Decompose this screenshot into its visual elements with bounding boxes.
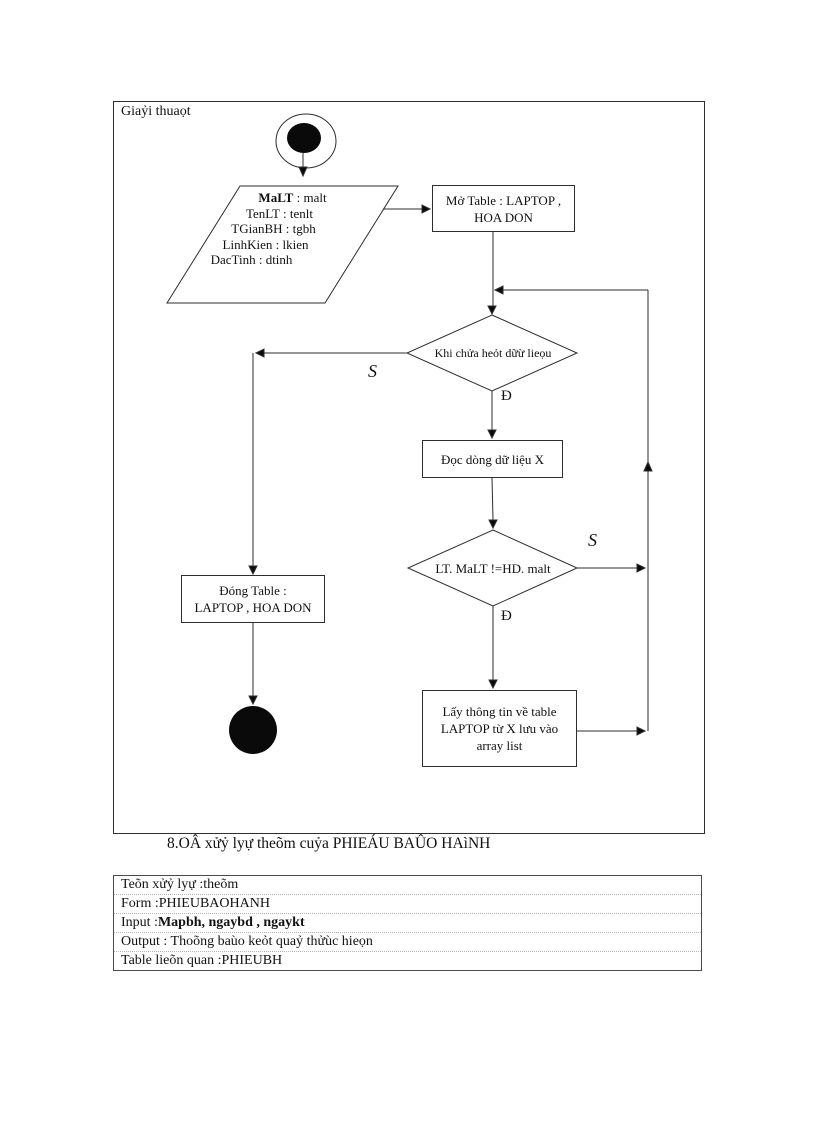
- arrowhead-compare-false: [636, 563, 647, 573]
- input-parallelogram-text: MaLT : malt TenLT : tenlt TGianBH : tgbh…: [167, 190, 398, 268]
- info-row-form: Form :PHIEUBAOHANH: [114, 895, 701, 914]
- input-line-4: LinhKien : lkien: [222, 236, 309, 252]
- arrowhead-collect-loopback: [636, 726, 647, 736]
- close-table-line-1: Đóng Table :: [219, 583, 287, 598]
- collect-info-node: Lấy thông tin về table LAPTOP từ X lưu v…: [422, 690, 577, 767]
- arrowhead-read: [487, 429, 497, 440]
- close-table-line-2: LAPTOP , HOA DON: [194, 600, 312, 615]
- input-line-1-value: : malt: [293, 190, 327, 205]
- input-parallelogram-shape: [166, 185, 399, 304]
- arrowhead-end: [248, 695, 258, 706]
- loop-true-label: Đ: [501, 388, 512, 404]
- info-row-input: Input :Mapbh, ngaybd , ngaykt: [114, 914, 701, 933]
- input-line-3: TGianBH : tgbh: [231, 221, 316, 236]
- arrowhead-start: [298, 166, 308, 178]
- process-info-table: Teõn xửỷ lyự :theõm Form :PHIEUBAOHANH I…: [113, 875, 702, 971]
- arrowhead-collect: [488, 679, 498, 690]
- flowchart-frame: [113, 101, 705, 834]
- arrowhead-loopback: [493, 285, 504, 295]
- start-node: [287, 123, 321, 153]
- arrowhead-loopback-up: [643, 460, 653, 472]
- compare-true-label: Đ: [501, 608, 512, 624]
- collect-info-line-1: Lấy thông tin về table: [442, 704, 557, 719]
- compare-condition-text: LT. MaLT !=HD. malt: [435, 561, 551, 576]
- arrowhead-loop-false: [254, 348, 265, 358]
- open-table-line-1: Mở Table : LAPTOP ,: [445, 192, 562, 208]
- info-row-name: Teõn xửỷ lyự :theõm: [114, 876, 701, 895]
- arrowhead-close-table: [248, 565, 258, 576]
- input-line-1: MaLT : malt: [177, 190, 408, 206]
- read-row-text: Đọc dòng dữ liệu X: [440, 451, 545, 467]
- open-table-node: Mở Table : LAPTOP , HOA DON: [432, 185, 575, 232]
- arrowhead-compare: [488, 519, 498, 530]
- arrowhead-loop-top: [487, 305, 497, 316]
- loop-condition-text: Khi chửa heỏt dữừ lieọu: [434, 346, 552, 360]
- info-row-output: Output : Thoõng baùo keỏt quaỷ thửùc hie…: [114, 933, 701, 952]
- info-row-input-label: Input :: [121, 915, 158, 930]
- arrow-read-to-compare: [491, 477, 494, 521]
- collect-info-line-2: LAPTOP từ X lưu vào: [440, 721, 559, 736]
- open-table-line-2: HOA DON: [474, 209, 533, 225]
- algorithm-label: Giaỷi thuaọt: [121, 104, 191, 119]
- close-table-node: Đóng Table : LAPTOP , HOA DON: [181, 575, 325, 623]
- end-node: [229, 706, 277, 754]
- info-row-related-table: Table lieõn quan :PHIEUBH: [121, 953, 283, 968]
- arrowhead-open: [421, 204, 432, 214]
- loop-false-label: S: [368, 361, 377, 381]
- collect-info-line-3: array list: [476, 738, 523, 753]
- input-line-5: DacTinh : dtinh: [210, 252, 293, 267]
- input-line-2: TenLT : tenlt: [246, 205, 313, 221]
- figure-caption: 8.OÂ xửỷ lyự theõm cuỷa PHIEÁU BAÛO HAìN…: [167, 835, 491, 852]
- input-line-1-field: MaLT: [258, 190, 294, 205]
- compare-false-label: S: [588, 530, 597, 550]
- info-row-input-value: Mapbh, ngaybd , ngaykt: [157, 915, 305, 930]
- read-row-node: Đọc dòng dữ liệu X: [422, 440, 563, 478]
